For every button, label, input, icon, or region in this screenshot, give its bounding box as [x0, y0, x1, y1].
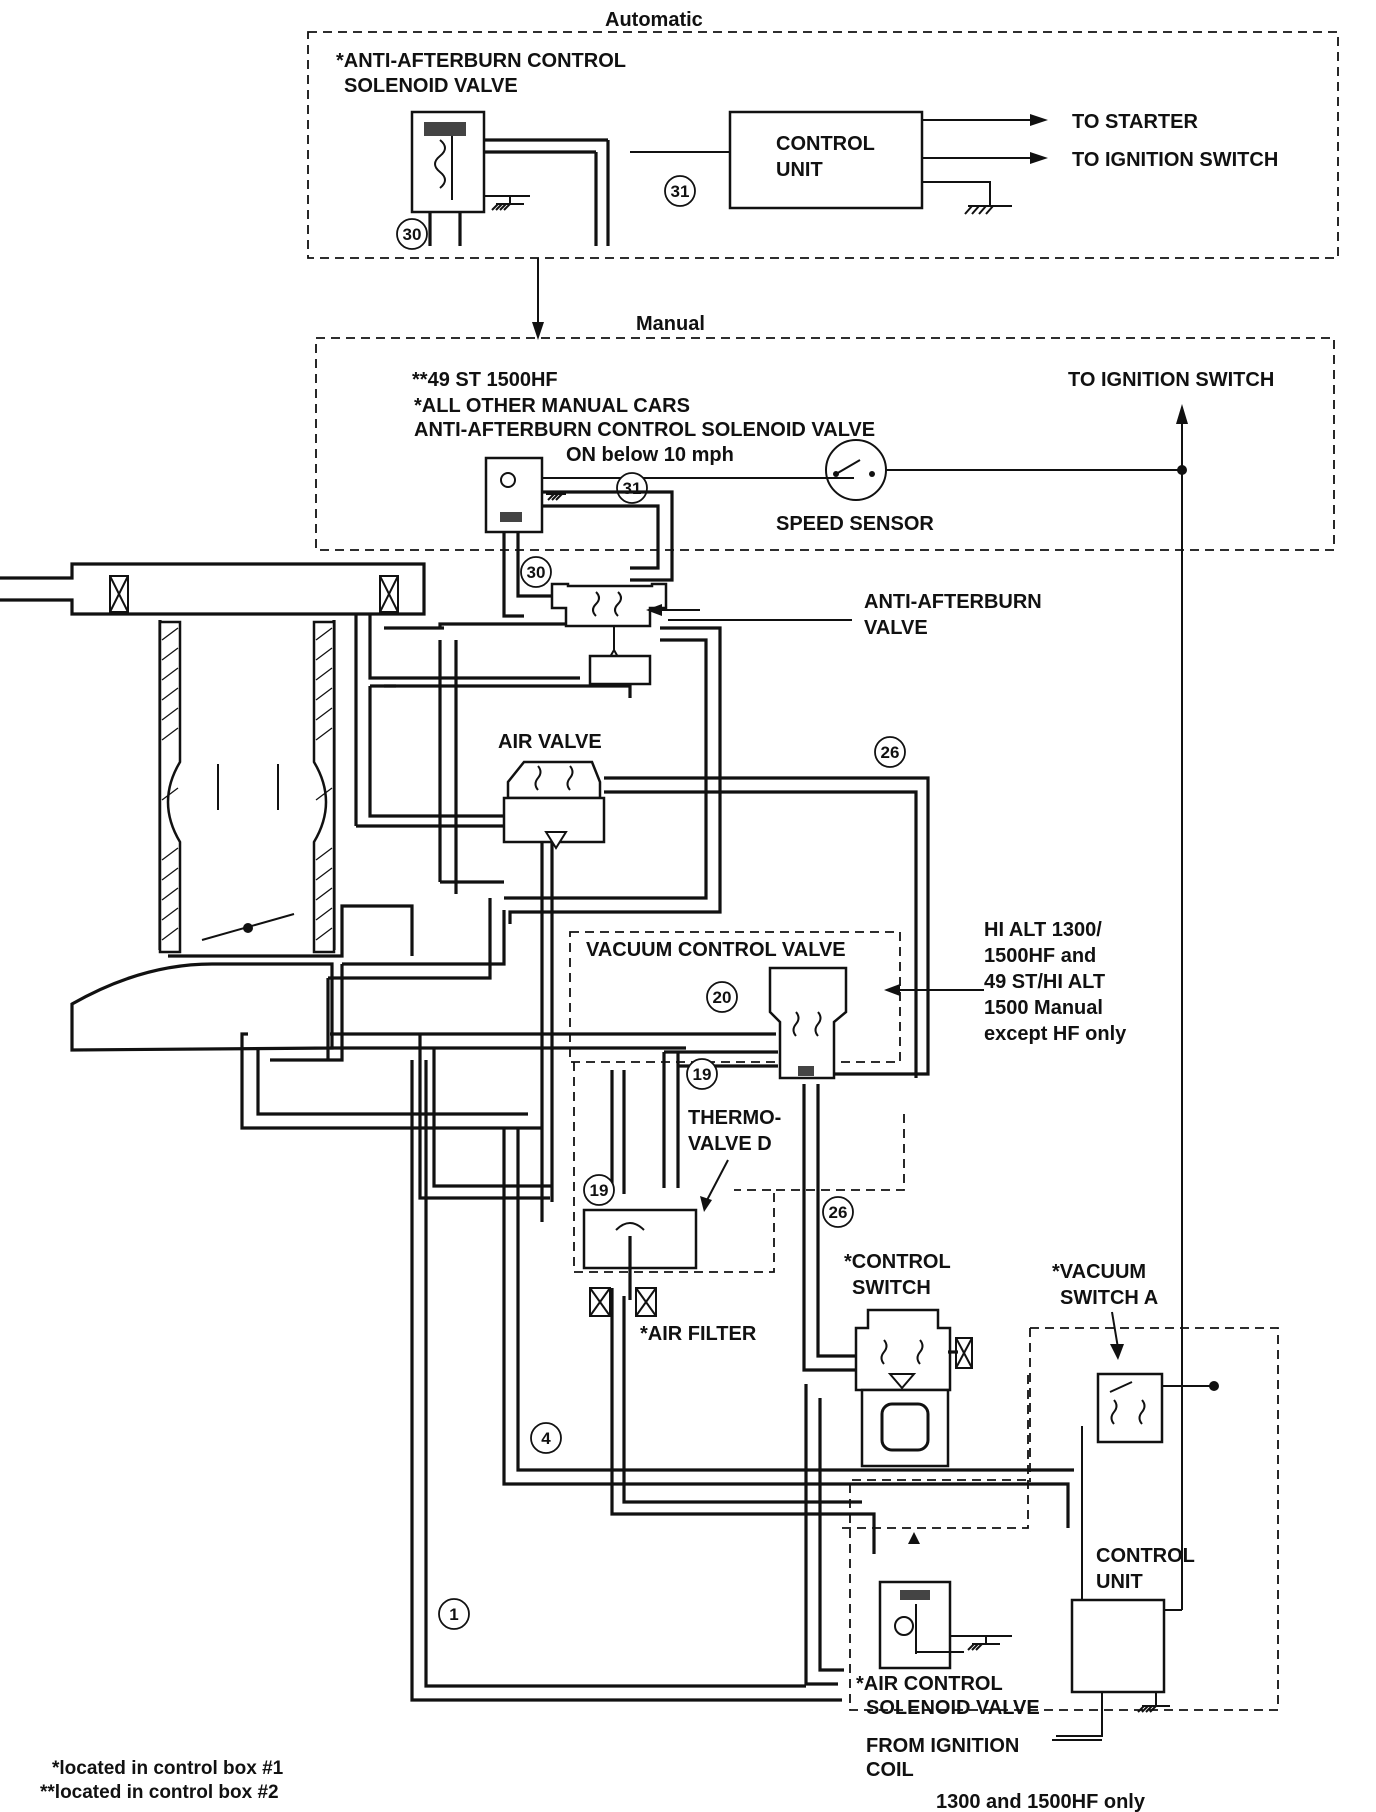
svg-text:31: 31	[623, 479, 642, 498]
manual-label-3: ANTI-AFTERBURN CONTROL SOLENOID VALVE	[414, 419, 875, 441]
vacuum-switch-label-1: *VACUUM	[1052, 1261, 1146, 1283]
lower-control-box: CONTROL UNIT	[842, 1327, 1279, 1737]
footnote-2: **located in control box #2	[40, 1782, 279, 1803]
manual-section: Manual **49 ST 1500HF *ALL OTHER MANUAL …	[315, 313, 1335, 1610]
hi-alt-label-3: 49 ST/HI ALT	[984, 971, 1105, 993]
to-ignition-switch-manual-label: TO IGNITION SWITCH	[1068, 369, 1274, 391]
from-ignition-label-2: COIL	[866, 1759, 914, 1781]
vacuum-switch-label-2: SWITCH A	[1060, 1287, 1158, 1309]
vacuum-control-valve-group: VACUUM CONTROL VALVE 20 19	[569, 931, 984, 1090]
svg-text:26: 26	[881, 743, 900, 762]
vacuum-switch-a: *VACUUM SWITCH A	[1052, 1261, 1219, 1444]
svg-text:20: 20	[713, 988, 732, 1007]
air-valve: AIR VALVE	[498, 731, 606, 850]
hose-number-4: 4	[530, 1422, 562, 1454]
hi-alt-label-2: 1500HF and	[984, 945, 1096, 967]
control-unit-top	[728, 110, 924, 210]
auto-solenoid-valve	[410, 110, 610, 246]
hose-number-26-upper: 26	[874, 736, 906, 768]
hose-number-30-manual: 30	[520, 556, 552, 588]
manual-label: Manual	[636, 313, 705, 335]
air-control-solenoid-label-1: *AIR CONTROL	[856, 1673, 1003, 1695]
svg-text:19: 19	[693, 1065, 712, 1084]
to-ignition-switch-top-label: TO IGNITION SWITCH	[1072, 149, 1278, 171]
automatic-section: Automatic *ANTI-AFTERBURN CONTROL SOLENO…	[307, 9, 1339, 340]
vacuum-control-valve-box	[569, 931, 901, 1063]
hose-number-30-top: 30	[396, 218, 428, 250]
hose-number-19-lower: 19	[583, 1174, 615, 1206]
auto-solenoid-label-1: *ANTI-AFTERBURN CONTROL	[336, 50, 626, 72]
control-switch: *CONTROL SWITCH	[844, 1251, 973, 1468]
hi-alt-label-5: except HF only	[984, 1023, 1127, 1045]
manual-label-1: **49 ST 1500HF	[412, 369, 558, 391]
air-control-solenoid-label-2: SOLENOID VALVE	[866, 1697, 1040, 1719]
svg-text:30: 30	[403, 225, 422, 244]
vacuum-control-valve-label: VACUUM CONTROL VALVE	[586, 939, 846, 961]
manual-label-2: *ALL OTHER MANUAL CARS	[414, 395, 690, 417]
svg-text:1: 1	[449, 1605, 458, 1624]
hose-number-19-upper: 19	[686, 1058, 718, 1090]
air-valve-label: AIR VALVE	[498, 731, 602, 753]
on-below-label: ON below 10 mph	[566, 444, 734, 466]
to-starter-label: TO STARTER	[1072, 111, 1198, 133]
thermo-valve-d: THERMO- VALVE D 19	[573, 1062, 905, 1300]
hose-network	[240, 490, 1074, 1702]
control-unit-top-label-1: CONTROL	[776, 133, 875, 155]
control-unit-bottom-label-2: UNIT	[1096, 1571, 1143, 1593]
svg-text:31: 31	[671, 182, 690, 201]
air-control-solenoid-valve	[878, 1532, 1012, 1670]
anti-afterburn-valve	[550, 582, 700, 686]
thermo-valve-label-2: VALVE D	[688, 1133, 772, 1155]
auto-solenoid-label-2: SOLENOID VALVE	[344, 75, 518, 97]
automatic-box	[307, 31, 1339, 259]
thermo-valve-label-1: THERMO-	[688, 1107, 781, 1129]
hose-number-1: 1	[438, 1598, 470, 1630]
hi-alt-label-1: HI ALT 1300/	[984, 919, 1102, 941]
svg-text:30: 30	[527, 563, 546, 582]
footnote-1: *located in control box #1	[52, 1758, 284, 1779]
svg-text:26: 26	[829, 1203, 848, 1222]
anti-afterburn-valve-label-2: VALVE	[864, 617, 928, 639]
air-filter	[589, 1287, 657, 1317]
svg-text:4: 4	[541, 1429, 551, 1448]
control-unit-bottom-label-1: CONTROL	[1096, 1545, 1195, 1567]
hose-number-31-manual: 31	[616, 472, 648, 504]
hi-alt-label-4: 1500 Manual	[984, 997, 1103, 1019]
intake-manifold	[0, 562, 426, 1052]
control-switch-label-2: SWITCH	[852, 1277, 931, 1299]
from-ignition-label-1: FROM IGNITION	[866, 1735, 1019, 1757]
manual-solenoid-valve	[484, 456, 854, 534]
hose-number-26-lower: 26	[822, 1196, 854, 1228]
hose-number-31-top: 31	[664, 175, 696, 207]
control-unit-top-label-2: UNIT	[776, 159, 823, 181]
speed-sensor	[825, 439, 1187, 501]
air-filter-label: *AIR FILTER	[640, 1323, 757, 1345]
speed-sensor-label: SPEED SENSOR	[776, 513, 934, 535]
hose-number-20: 20	[706, 981, 738, 1013]
control-switch-label-1: *CONTROL	[844, 1251, 951, 1273]
anti-afterburn-valve-label-1: ANTI-AFTERBURN	[864, 591, 1042, 613]
control-unit-bottom	[1070, 1598, 1166, 1694]
bottom-note: 1300 and 1500HF only	[936, 1791, 1146, 1812]
svg-text:19: 19	[590, 1181, 609, 1200]
automatic-label: Automatic	[605, 9, 703, 31]
